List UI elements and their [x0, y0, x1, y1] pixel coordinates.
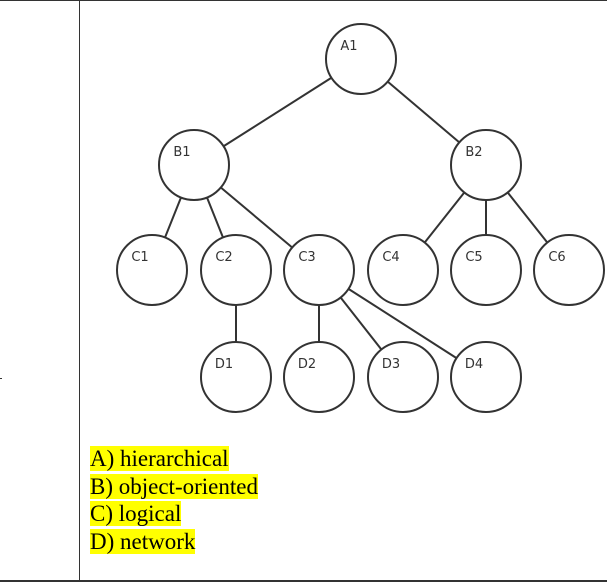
node-label-d2: D2: [298, 357, 316, 372]
node-d3: D3: [367, 341, 439, 413]
node-d1: D1: [200, 341, 272, 413]
node-label-b2: B2: [465, 145, 482, 160]
node-circle-d1: [200, 341, 272, 413]
table-column-divider: [79, 0, 80, 582]
node-circle-d2: [283, 341, 355, 413]
edge-b2-c6: [506, 191, 549, 244]
edge-a1-b1: [223, 76, 332, 148]
option-a-text: A) hierarchical: [90, 446, 229, 471]
node-c5: C5: [450, 234, 522, 306]
node-label-c3: C3: [298, 250, 315, 265]
tree-edges: [164, 76, 549, 359]
edge-b1-c3: [220, 186, 293, 249]
table-border-bottom: [0, 580, 607, 582]
edge-b1-c1: [164, 197, 182, 238]
node-circle-b2: [450, 129, 522, 201]
node-label-a1: A1: [340, 39, 357, 54]
node-label-c4: C4: [382, 250, 399, 265]
edge-c3-d4: [347, 288, 458, 359]
node-b1: B1: [158, 129, 230, 201]
node-c6: C6: [533, 234, 605, 306]
node-d4: D4: [450, 341, 522, 413]
option-d[interactable]: D) network: [90, 528, 258, 556]
edge-b2-c4: [423, 191, 466, 244]
node-c2: C2: [200, 234, 272, 306]
option-b-text: B) object-oriented: [90, 473, 258, 499]
node-label-b1: B1: [173, 145, 190, 160]
node-circle-c6: [533, 234, 605, 306]
node-circle-b1: [158, 129, 230, 201]
left-margin-mark: [0, 378, 2, 379]
node-circle-c1: [116, 234, 188, 306]
node-circle-a1: [325, 23, 397, 95]
node-label-c1: C1: [131, 250, 148, 265]
node-c4: C4: [367, 234, 439, 306]
node-label-d1: D1: [215, 357, 233, 372]
node-b2: B2: [450, 129, 522, 201]
edge-a1-b2: [387, 80, 460, 144]
option-a[interactable]: A) hierarchical: [90, 445, 258, 473]
node-label-d3: D3: [382, 357, 400, 372]
node-circle-c5: [450, 234, 522, 306]
node-circle-c2: [200, 234, 272, 306]
node-circle-d4: [450, 341, 522, 413]
node-c3: C3: [283, 234, 355, 306]
option-d-text: D) network: [90, 528, 196, 554]
edge-c3-d3: [339, 296, 383, 351]
node-d2: D2: [283, 341, 355, 413]
node-c1: C1: [116, 234, 188, 306]
option-c[interactable]: C) logical: [90, 500, 258, 528]
node-circle-d3: [367, 341, 439, 413]
node-label-c2: C2: [215, 250, 232, 265]
option-b[interactable]: B) object-oriented: [90, 473, 258, 501]
node-circle-c4: [367, 234, 439, 306]
option-c-text: C) logical: [90, 501, 182, 526]
node-label-c6: C6: [548, 250, 565, 265]
table-border-top: [0, 0, 607, 1]
node-a1: A1: [325, 23, 397, 95]
node-circle-c3: [283, 234, 355, 306]
node-label-c5: C5: [465, 250, 482, 265]
edge-b1-c2: [206, 197, 224, 238]
node-label-d4: D4: [465, 357, 483, 372]
answer-options: A) hierarchical B) object-oriented C) lo…: [90, 445, 258, 555]
